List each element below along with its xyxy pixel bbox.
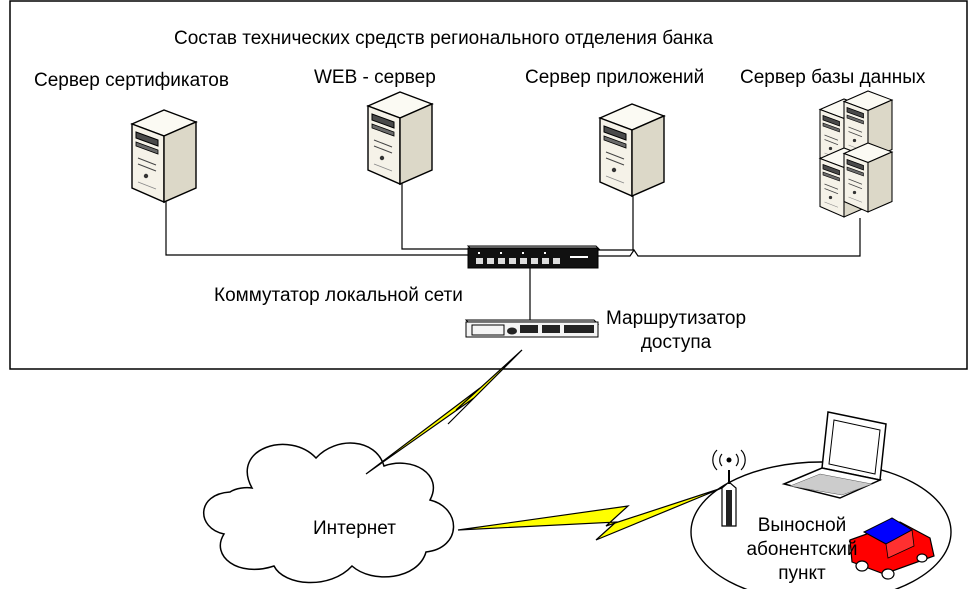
cloud-icon bbox=[203, 442, 455, 584]
remote-label-line1: Выносной bbox=[757, 515, 847, 536]
server-certificates-icon bbox=[131, 109, 197, 203]
router-label: Маршрутизатор доступа bbox=[606, 307, 746, 355]
lightning-icon-remote bbox=[457, 487, 723, 541]
server-database-icon bbox=[819, 90, 893, 218]
router-label-line1: Маршрутизатор bbox=[606, 308, 747, 329]
server-applications-label: Сервер приложений bbox=[525, 67, 705, 88]
remote-point-area bbox=[690, 461, 952, 589]
server-web-label: WEB - сервер bbox=[314, 67, 436, 88]
server-web-icon bbox=[367, 91, 433, 185]
server-database-label: Сервер базы данных bbox=[740, 67, 926, 88]
laptop-icon bbox=[781, 411, 887, 499]
lightning-icon-router bbox=[365, 349, 523, 475]
server-certificates-label: Сервер сертификатов bbox=[34, 70, 229, 91]
router-label-line2: доступа bbox=[640, 332, 712, 353]
switch-icon bbox=[466, 245, 602, 269]
switch-label: Коммутатор локальной сети bbox=[214, 285, 463, 306]
router-icon bbox=[464, 319, 600, 338]
car-icon bbox=[849, 517, 935, 580]
antenna-icon bbox=[712, 449, 746, 527]
diagram-title: Состав технических средств регионального… bbox=[174, 28, 714, 49]
network-cables bbox=[165, 170, 861, 322]
internet-label: Интернет bbox=[313, 518, 396, 539]
remote-label-line2: абонентский bbox=[746, 539, 858, 560]
server-applications-icon bbox=[599, 103, 665, 197]
remote-point-label: Выносной абонентский пункт bbox=[735, 514, 869, 586]
remote-label-line3: пункт bbox=[778, 563, 826, 584]
bank-branch-frame bbox=[9, 0, 968, 370]
